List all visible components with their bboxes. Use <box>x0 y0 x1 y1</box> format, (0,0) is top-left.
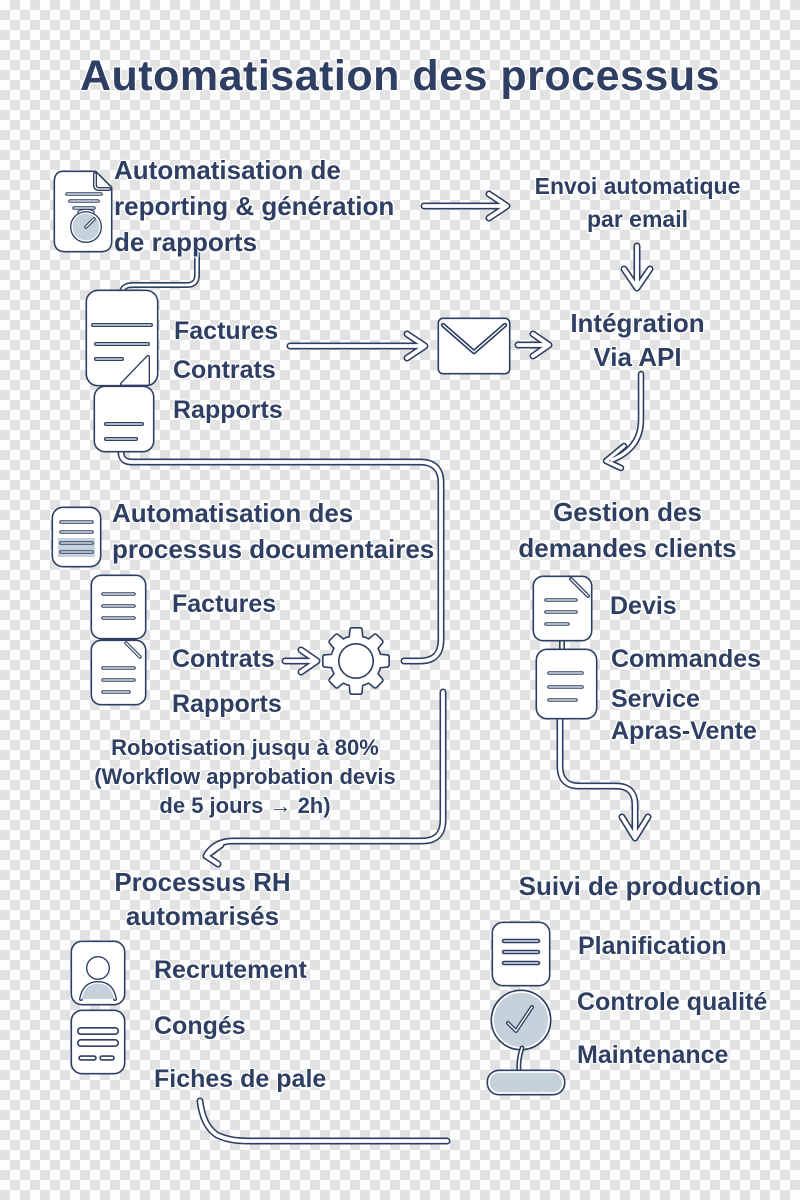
document-corner-icon <box>532 575 593 642</box>
document-icon <box>51 506 102 568</box>
employee-card-icon <box>70 940 126 1006</box>
production-title: Suivi de production <box>518 871 762 901</box>
robotisation-note: Robotisation jusqu à 80% (Workflow appro… <box>94 735 396 819</box>
connectors <box>117 190 654 1145</box>
list-item: Factures <box>174 317 279 345</box>
report-clock-icon <box>53 170 113 253</box>
document-lines-icon <box>535 648 598 720</box>
list-item: Service Apras-Vente <box>611 685 757 745</box>
list-item: Devis <box>610 592 677 620</box>
arrow-envelope-to-api <box>516 332 551 358</box>
list-item: Controle qualité <box>577 988 768 1016</box>
connector-stack-to-gear <box>119 444 443 663</box>
list-item: Maintenance <box>577 1041 729 1069</box>
document-stack-icon <box>85 289 159 453</box>
connector-rapports-to-stack <box>120 248 199 295</box>
list-item: Congés <box>154 1012 246 1040</box>
envelope-icon <box>437 317 511 375</box>
quality-gauge-icon <box>486 989 566 1096</box>
list-item: Fiches de pale <box>154 1065 327 1093</box>
payroll-card-icon <box>70 1009 126 1075</box>
list-item: Recrutement <box>154 956 307 984</box>
documentaire-title: Automatisation des processus documentair… <box>112 498 435 564</box>
email-label: Envoi automatique par email <box>534 173 741 232</box>
list-item: Rapports <box>173 396 283 424</box>
arrow-contrats-to-gear <box>283 648 319 674</box>
api-label: Intégration Via API <box>570 308 705 373</box>
connector-api-to-clients <box>604 372 643 470</box>
list-item: Rapports <box>172 690 282 718</box>
page-title: Automatisation des processus <box>79 52 721 100</box>
arrow-factures-to-envelope <box>288 332 427 360</box>
connector-rh-bottom <box>198 1099 449 1143</box>
arrow-reporting-to-email <box>422 192 509 220</box>
arrow-email-down <box>622 244 652 290</box>
reporting-title: Automatisation de reporting & génération… <box>114 155 395 257</box>
planning-board-icon <box>491 921 551 987</box>
clients-title: Gestion des demandes clients <box>518 497 737 563</box>
connector-rh-bottom <box>196 1097 451 1145</box>
list-item: Contrats <box>173 356 276 384</box>
list-item: Contrats <box>172 645 275 673</box>
arrow-clients-to-production <box>558 712 650 840</box>
gear-icon <box>322 627 390 695</box>
documents-pair-icon <box>90 574 147 706</box>
list-item: Commandes <box>611 645 762 673</box>
list-item: Factures <box>172 590 277 618</box>
list-item: Planification <box>578 932 727 960</box>
rh-title: Processus RH automarisés <box>114 867 291 931</box>
connector-gear-to-rh <box>204 690 445 866</box>
